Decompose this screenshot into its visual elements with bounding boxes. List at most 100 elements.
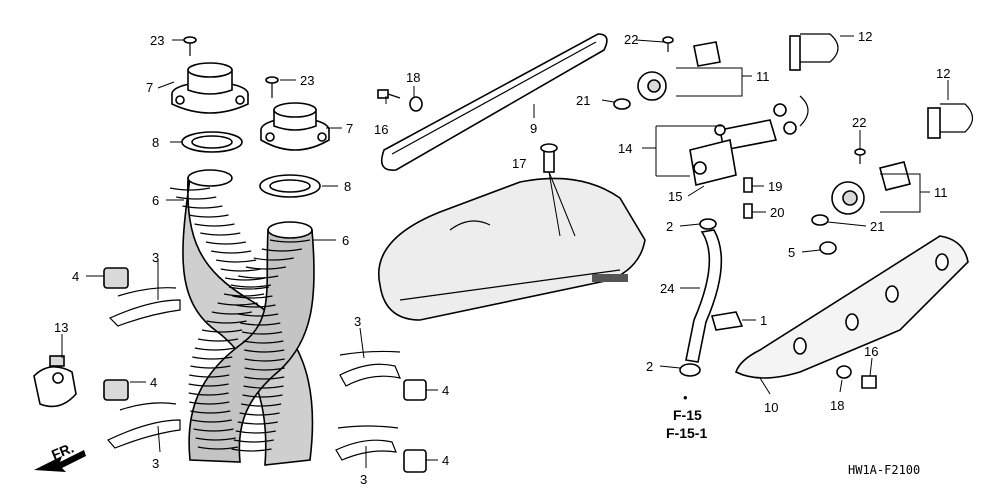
seal-pad-part-4c (403, 379, 427, 401)
duct-ridge (223, 293, 265, 297)
duct-ridge (244, 358, 285, 362)
callout-24: 24 (660, 281, 674, 296)
duct-ridge (238, 313, 279, 317)
screw-part-22b (854, 148, 866, 164)
duct-ridge (239, 412, 280, 416)
duct-ridge (190, 365, 231, 369)
callout-2b: 2 (646, 359, 653, 374)
callout-3c: 3 (354, 314, 361, 329)
callout-18b: 18 (830, 398, 844, 413)
duct-ridge (197, 338, 239, 342)
callout-12a: 12 (858, 29, 872, 44)
reference-f15: F-15 (673, 407, 702, 423)
duct-ridge (188, 214, 229, 218)
duct-ridge (206, 320, 247, 324)
duct-ridge (244, 349, 285, 353)
duct-ridge (201, 329, 243, 333)
duct-ridge (244, 376, 285, 380)
duct-corrugation-lines (169, 187, 311, 452)
duct-ridge (216, 259, 257, 263)
duct-ridge (193, 428, 234, 432)
duct-ridge (205, 241, 246, 245)
duct-ridge (253, 257, 294, 261)
duct-ridge (241, 331, 283, 335)
duct-ridge (176, 196, 217, 200)
duct-ridge (211, 250, 252, 254)
callout-23b: 23 (300, 73, 314, 88)
clamp-part-2b (679, 363, 701, 377)
callout-9: 9 (530, 121, 537, 136)
duct-ridge (200, 232, 241, 236)
callout-23a: 23 (150, 33, 164, 48)
callout-3b: 3 (152, 456, 159, 471)
callout-1: 1 (760, 313, 767, 328)
seal-pad-part-4d (403, 449, 427, 473)
callout-22b: 22 (852, 115, 866, 130)
duct-ridge (244, 367, 285, 371)
duct-ridge (169, 187, 211, 191)
ring-part-21a (613, 98, 631, 110)
gasket-part-8b (259, 174, 321, 198)
bracket-part-13 (33, 355, 77, 408)
ring-part-21b (811, 214, 829, 226)
callout-17: 17 (512, 156, 526, 171)
duct-ridge (269, 239, 311, 243)
cap-part-5 (819, 241, 837, 255)
callout-7b: 7 (346, 121, 353, 136)
duct-hose-part-6a (182, 169, 314, 466)
seal-pad-part-4b (103, 379, 129, 401)
hose-clamp-part-3a (108, 287, 181, 327)
callout-3a: 3 (152, 250, 159, 265)
duct-ridge (194, 223, 235, 227)
callout-3d: 3 (360, 472, 367, 487)
tube-part-24 (685, 229, 723, 363)
callout-4c: 4 (442, 383, 449, 398)
front-direction-arrow (34, 450, 86, 472)
vent-cap-part-7b (260, 102, 330, 151)
callout-16a: 16 (374, 122, 388, 137)
gasket-part-8a (181, 131, 243, 153)
callout-8b: 8 (344, 179, 351, 194)
bolt-part-20 (743, 203, 753, 219)
duct-ridge (231, 448, 272, 452)
duct-ridge (240, 322, 281, 326)
callout-4a: 4 (72, 269, 79, 284)
callout-18a: 18 (406, 70, 420, 85)
callout-10: 10 (764, 400, 778, 415)
callout-4d: 4 (442, 453, 449, 468)
duct-ridge (243, 340, 284, 344)
front-arrow-label: FR. (49, 439, 76, 462)
duct-ridge (190, 410, 231, 414)
bracket-assembly-part-14 (689, 95, 809, 186)
u-bolt-part-12a (789, 33, 839, 71)
duct-ridge (211, 311, 252, 315)
duct-ridge (238, 275, 279, 279)
duct-ridge (220, 268, 261, 272)
reference-f15-1: F-15-1 (666, 425, 707, 441)
callout-22a: 22 (624, 32, 638, 47)
duct-ridge (261, 248, 302, 252)
washer-part-18b (836, 365, 852, 379)
duct-ridge (194, 347, 235, 351)
duct-ridge (237, 421, 278, 425)
duct-ridge (197, 446, 238, 450)
callout-5: 5 (788, 245, 795, 260)
callout-13: 13 (54, 320, 68, 335)
leader-lines (61, 35, 949, 468)
callout-21a: 21 (576, 93, 590, 108)
duct-ridge (188, 392, 229, 396)
screw-part-22a (662, 36, 674, 52)
callout-14: 14 (618, 141, 632, 156)
callout-20: 20 (770, 205, 784, 220)
duct-ridge (182, 205, 223, 209)
u-bolt-part-12b (927, 103, 974, 139)
clamp-part-2a (699, 218, 717, 230)
callout-6b: 6 (342, 233, 349, 248)
vent-cap-part-7a (171, 62, 249, 114)
callout-16b: 16 (864, 344, 878, 359)
callout-11a: 11 (756, 69, 770, 84)
duct-ridge (217, 302, 258, 306)
duct-ridge (228, 286, 270, 290)
